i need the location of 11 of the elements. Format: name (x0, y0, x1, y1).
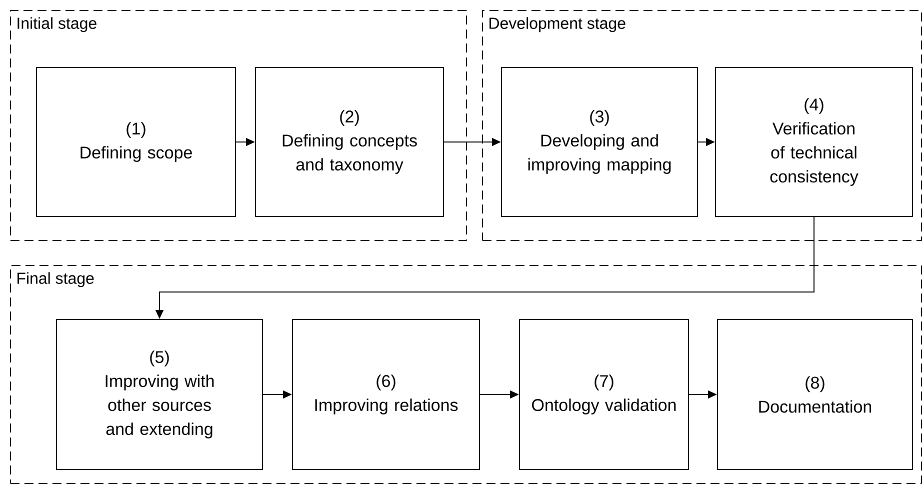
process-box: (8) Documentation (717, 319, 913, 470)
process-box: (1) Defining scope (36, 67, 236, 217)
stage-heading: Initial stage (18, 17, 96, 32)
stage-heading: Development stage (490, 17, 626, 32)
process-box: (6) Improving relations (292, 319, 480, 470)
process-box: (5) Improving with other sources and extending (56, 319, 263, 470)
process-box: (7) Ontology validation (519, 319, 689, 470)
process-box: (3) Developing and improving mapping (501, 67, 698, 217)
stage-heading: Final stage (18, 272, 94, 288)
process-box: (4) Verification of technical consistency (715, 67, 913, 217)
process-box: (2) Defining concepts and taxonomy (255, 67, 444, 217)
